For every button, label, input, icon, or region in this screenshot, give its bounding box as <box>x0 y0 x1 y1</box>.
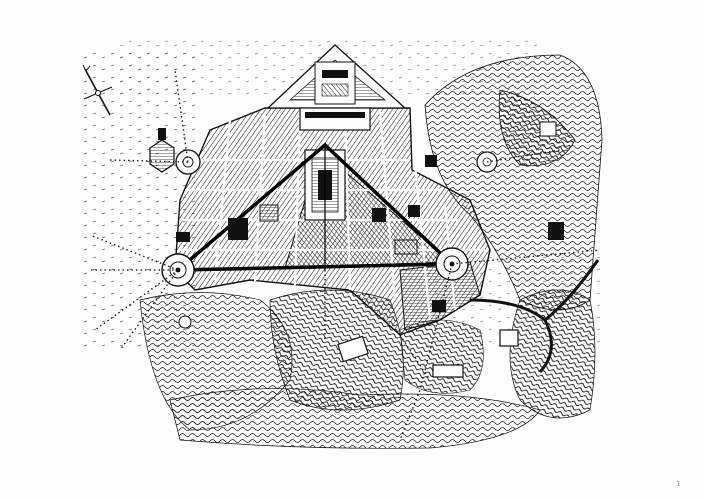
hills <box>139 54 603 449</box>
page-marker: 1 <box>676 480 681 488</box>
main-avenues <box>173 142 457 272</box>
palace-garden <box>266 44 407 131</box>
dotted-roads <box>89 69 601 441</box>
compass-rose-icon <box>82 64 113 116</box>
landmark-buildings <box>176 121 564 378</box>
octagonal-building <box>149 128 175 173</box>
river <box>469 259 600 374</box>
